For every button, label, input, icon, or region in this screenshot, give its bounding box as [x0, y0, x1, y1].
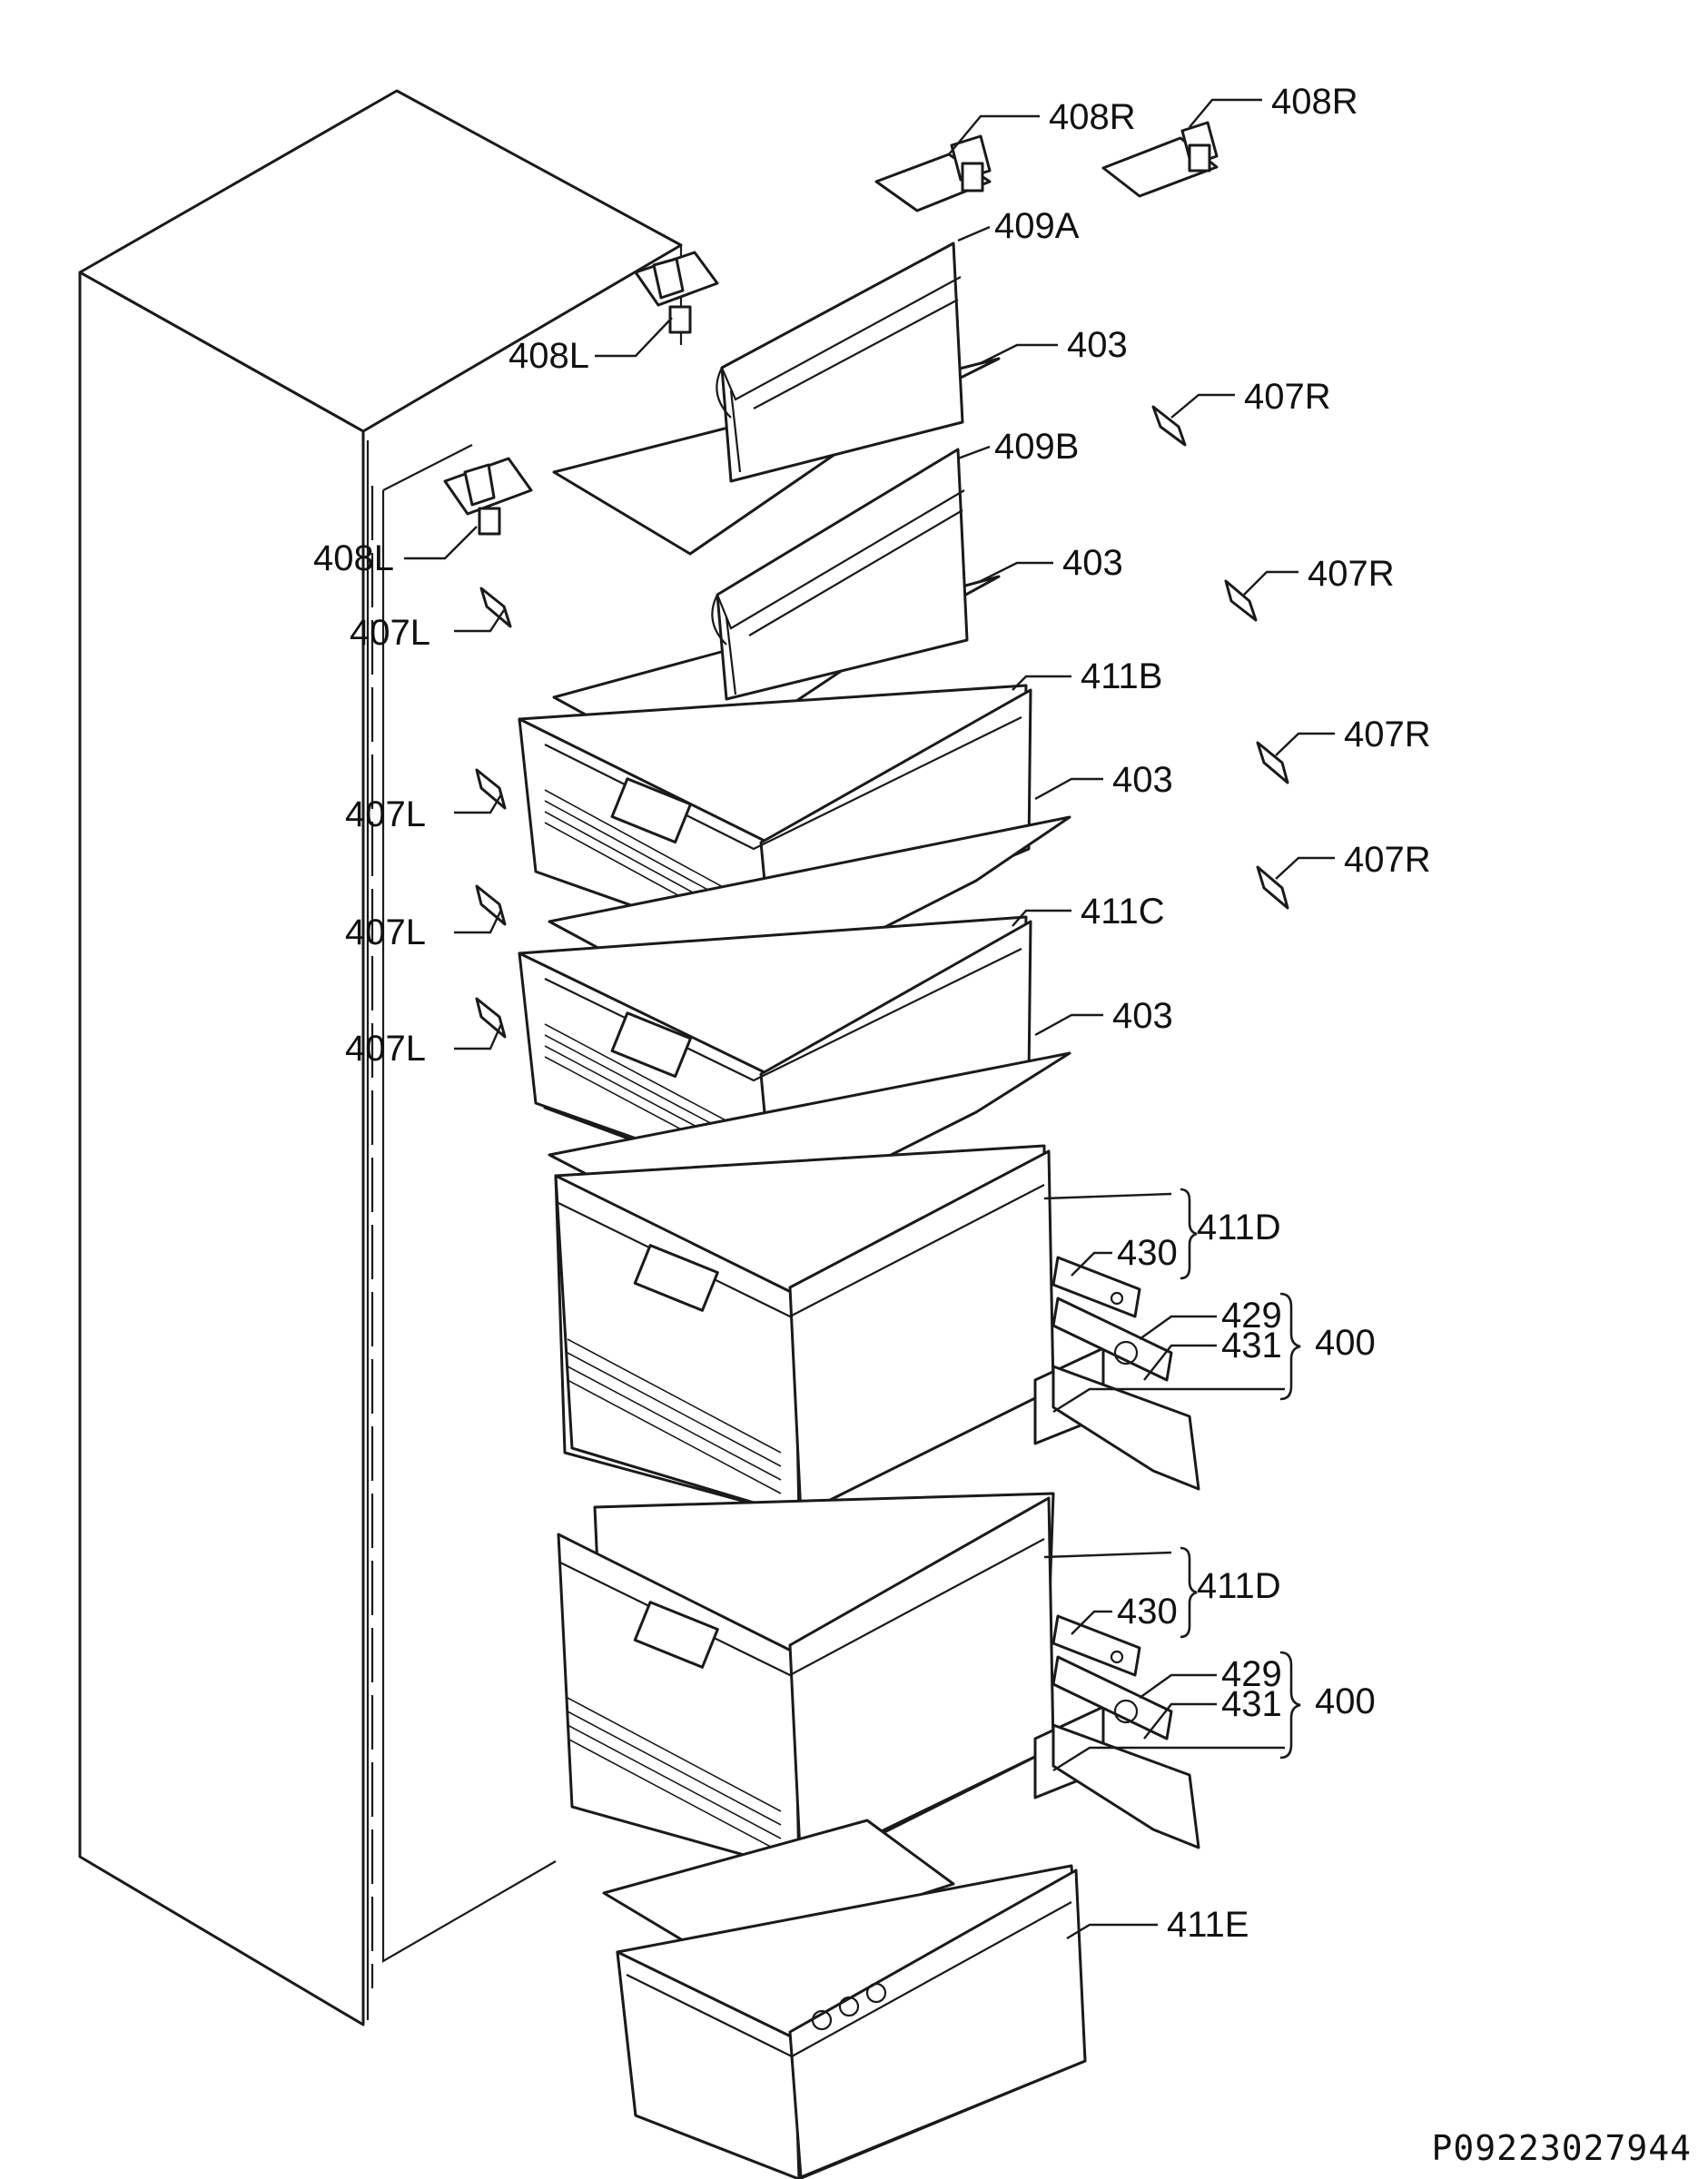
callout-403-b: 403 [1062, 543, 1123, 583]
callout-429-lower: 429 [1221, 1654, 1282, 1694]
brace-411D-upper [1180, 1188, 1198, 1280]
glass-shelf-bottom [602, 1819, 955, 1963]
callout-408L-a: 408L [508, 336, 589, 376]
callout-403-c: 403 [1112, 760, 1173, 800]
rail-assembly-400-upper [1051, 1256, 1200, 1491]
callout-407L-b: 407L [345, 794, 426, 834]
callout-403-d: 403 [1112, 996, 1173, 1036]
leader-lines [404, 98, 1335, 1940]
clip-407L-2 [475, 768, 507, 810]
callout-411D-lower: 411D [1197, 1566, 1281, 1606]
cabinet-body [78, 89, 683, 2026]
clip-407L-1 [479, 587, 512, 628]
drawer-411D-upper [554, 1144, 1105, 1518]
clip-407L-3 [475, 884, 507, 926]
callout-407R-a: 407R [1244, 377, 1331, 417]
hinge-408L-top [634, 251, 719, 334]
drawer-411D-lower [557, 1492, 1105, 1877]
shelf-409A-assembly [552, 242, 1001, 556]
callout-408R-b: 408R [1271, 82, 1358, 122]
clip-407R-4 [1256, 865, 1289, 910]
callout-400-lower: 400 [1315, 1681, 1376, 1721]
callout-407R-b: 407R [1308, 554, 1395, 594]
callout-429-upper: 429 [1221, 1296, 1282, 1336]
callout-431-upper: 431 [1221, 1326, 1282, 1366]
callout-407R-c: 407R [1344, 715, 1431, 754]
callout-411C: 411C [1081, 892, 1165, 932]
hinge-408R-right [1101, 121, 1219, 198]
callout-411B: 411B [1081, 656, 1162, 696]
callout-430-lower: 430 [1117, 1592, 1178, 1632]
callout-403-a: 403 [1067, 325, 1128, 365]
callout-400-upper: 400 [1315, 1323, 1376, 1363]
callout-409A: 409A [994, 206, 1080, 246]
clip-407L-4 [475, 997, 507, 1039]
callout-407L-c: 407L [345, 912, 426, 952]
clip-407R-2 [1224, 579, 1258, 622]
callout-411E: 411E [1167, 1905, 1249, 1945]
callout-407L-a: 407L [350, 613, 430, 653]
hinge-408L-middle [443, 457, 533, 536]
callout-430-upper: 430 [1117, 1233, 1178, 1273]
hinge-408R-left [874, 134, 992, 212]
callout-407L-d: 407L [345, 1029, 426, 1069]
callout-431-lower: 431 [1221, 1684, 1282, 1724]
clip-407R-3 [1256, 741, 1289, 784]
drawer-411E [616, 1864, 1087, 2179]
callout-409B: 409B [994, 427, 1079, 467]
brace-400-upper [1279, 1292, 1301, 1401]
brace-400-lower [1279, 1651, 1301, 1760]
callout-411D-upper: 411D [1197, 1208, 1281, 1247]
reference-code: P09223027944 [1431, 2128, 1692, 2168]
clip-407R-1 [1151, 405, 1187, 447]
callout-407R-d: 407R [1344, 840, 1431, 880]
rail-assembly-400-lower [1051, 1614, 1200, 1849]
brace-411D-lower [1180, 1546, 1198, 1639]
callout-408R-a: 408R [1049, 97, 1136, 137]
callout-408L-b: 408L [313, 538, 394, 578]
